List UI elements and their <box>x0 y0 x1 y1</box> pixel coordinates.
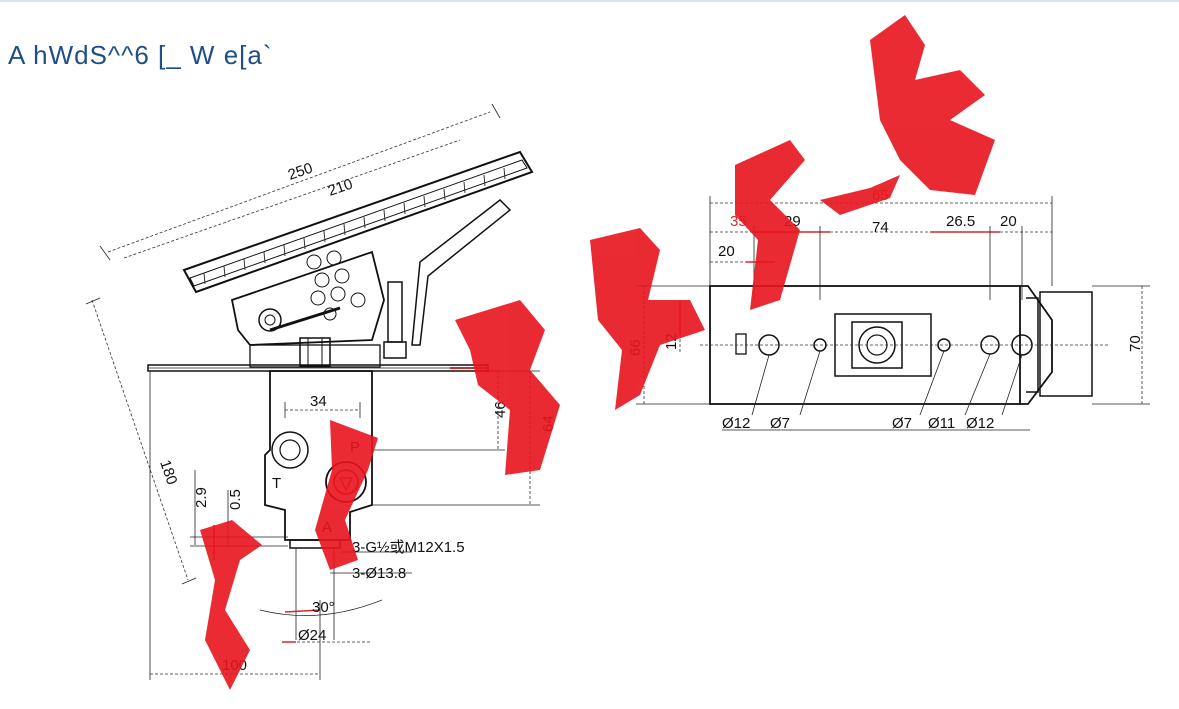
hole-7a-label: Ø7 <box>770 415 790 432</box>
dim-70-label: 70 <box>1127 335 1144 352</box>
page-heading: A hWdS^^6 [_ W e[a` <box>8 40 273 70</box>
top-dimensions <box>636 196 1150 431</box>
pedal-plate <box>182 150 534 294</box>
watermark-stroke-4 <box>590 228 705 410</box>
watermark-stroke-3 <box>455 300 560 475</box>
dim-210-label: 210 <box>326 176 355 200</box>
side-view: 250 210 180 34 46 64 2.9 0.5 30° Ø24 100… <box>85 103 557 680</box>
hole-7b-label: Ø7 <box>892 415 912 432</box>
dim-0-5-label: 0.5 <box>227 489 244 510</box>
dim-20a-label: 20 <box>718 243 735 260</box>
dim-30-label: 30° <box>312 599 335 616</box>
watermark-calligraphy <box>200 15 995 690</box>
port-t-label: T <box>272 475 281 492</box>
watermark-stroke-7 <box>870 15 995 195</box>
dim-250-label: 250 <box>286 160 315 184</box>
bore-note: 3-Ø13.8 <box>352 565 406 582</box>
thread-note: 3-G½或M12X1.5 <box>352 539 465 556</box>
watermark-stroke-1 <box>200 520 262 690</box>
hole-11-label: Ø11 <box>928 415 955 432</box>
watermark-stroke-6 <box>820 175 900 215</box>
dim-74-label: 74 <box>872 219 889 236</box>
dim-20b-label: 20 <box>1000 213 1017 230</box>
hole-12b-label: Ø12 <box>966 415 994 432</box>
dim-26-5-label: 26.5 <box>946 213 975 230</box>
dim-24-label: Ø24 <box>298 627 326 644</box>
dim-180-label: 180 <box>156 458 180 487</box>
dim-2-9-label: 2.9 <box>193 487 210 508</box>
side-dimensions <box>85 103 540 680</box>
top-border <box>0 0 1179 2</box>
pivot-bracket <box>230 250 407 359</box>
hole-12a-label: Ø12 <box>722 415 750 432</box>
watermark-stroke-5 <box>735 140 805 310</box>
top-view: 65 35 29 74 26.5 20 20 66 12 70 Ø12 Ø7 Ø… <box>627 187 1150 432</box>
dim-34-label: 34 <box>310 393 327 410</box>
watermark-stroke-2 <box>315 420 378 570</box>
